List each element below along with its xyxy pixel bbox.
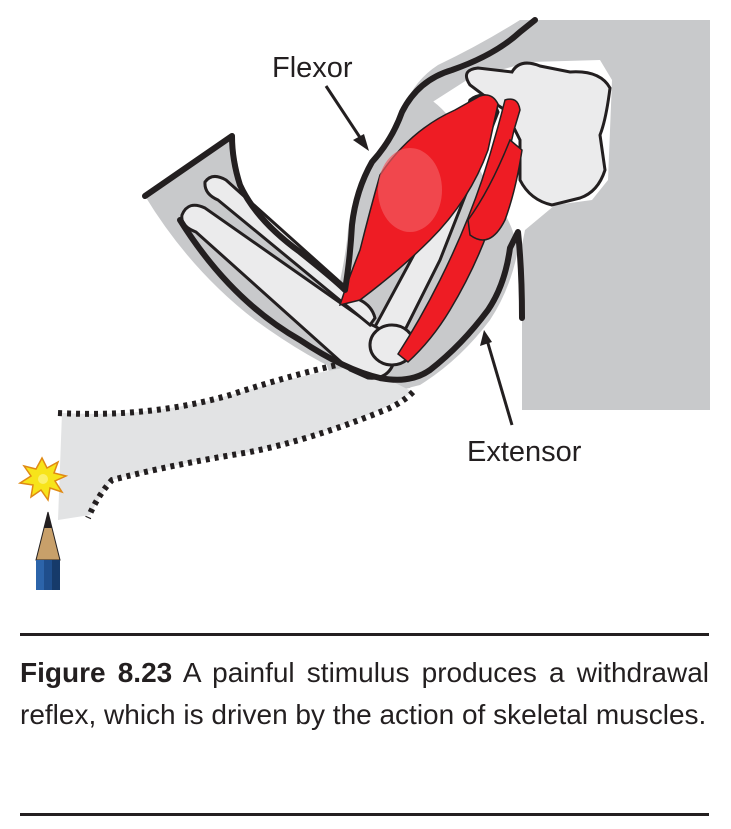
caption-text: A painful stimulus produces a withdrawal… [20, 657, 710, 730]
arm-outline-top [142, 17, 538, 293]
flexor-belly-highlight [378, 148, 442, 232]
extensor-muscle-2 [467, 138, 523, 241]
extensor-arrow [480, 330, 514, 426]
pain-spark-icon [17, 456, 69, 502]
previous-arm-position [58, 365, 413, 520]
caption-rule-top [20, 633, 709, 636]
pencil-icon [35, 511, 61, 590]
forearm-bone-2 [203, 175, 377, 328]
torso [405, 20, 710, 410]
figure-number: Figure 8.23 [20, 657, 173, 688]
scapula-bone [464, 61, 612, 207]
flexor-arrow [324, 85, 369, 151]
figure-caption: Figure 8.23 A painful stimulus produces … [20, 652, 709, 736]
arm-outline-bottom [177, 217, 525, 383]
extensor-label: Extensor [467, 436, 582, 468]
flexor-label: Flexor [272, 52, 353, 84]
caption-rule-bottom [20, 813, 709, 816]
previous-arm-outline-top [57, 357, 361, 417]
